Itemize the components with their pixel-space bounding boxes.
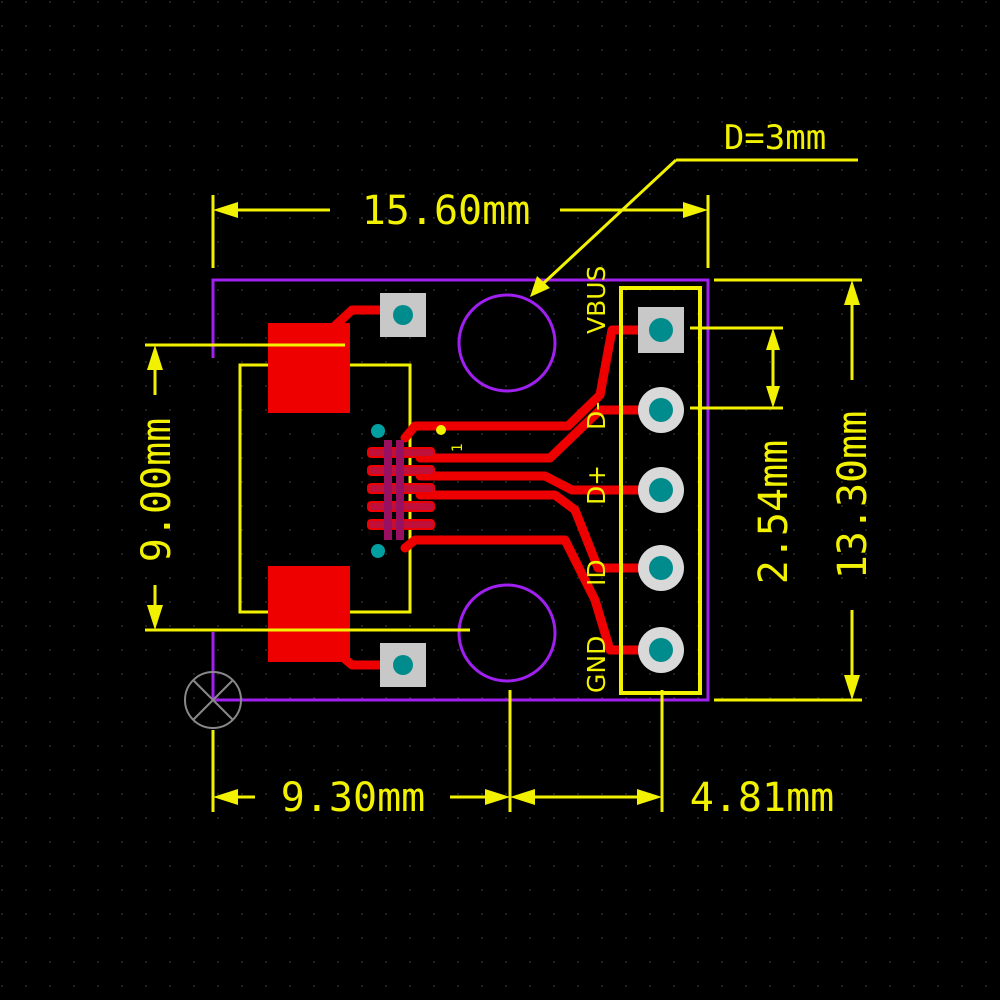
- board-outline: [211, 278, 710, 702]
- locating-hole-bottom: [371, 544, 385, 558]
- pin-label-dminus: D-: [582, 402, 611, 430]
- dim-hole-diameter: D=3mm: [724, 118, 826, 158]
- dim-offset-right: 4.81mm: [690, 775, 835, 821]
- pin-labels: VBUS D- D+ ID GND: [582, 266, 611, 693]
- mounting-hole-bottom: [457, 583, 557, 683]
- pin-pad-round: [638, 387, 684, 673]
- shield-through-hole-pads: [380, 293, 426, 687]
- pin-label-dplus: D+: [582, 465, 611, 505]
- dim-width: 15.60mm: [362, 188, 531, 234]
- dimension-lines: [145, 158, 862, 812]
- dim-pin-pitch: 2.54mm: [751, 440, 797, 585]
- pin1-dot: [436, 425, 446, 435]
- origin-marker: [184, 671, 242, 729]
- pin1-label: 1: [450, 443, 466, 452]
- mounting-hole-top: [457, 293, 557, 393]
- dimension-labels: 15.60mm D=3mm 9.00mm 13.30mm 2.54mm 9.30…: [134, 118, 876, 821]
- shield-pad-bottom: [268, 566, 350, 662]
- dim-board-height: 13.30mm: [830, 411, 876, 580]
- header-pins: [638, 307, 684, 673]
- pin-label-gnd: GND: [582, 636, 611, 693]
- pin-label-vbus: VBUS: [582, 266, 611, 334]
- pin-label-id: ID: [582, 559, 611, 586]
- connector-locator-bars: [384, 440, 404, 540]
- shield-pad-top: [268, 323, 350, 413]
- locating-hole-top: [371, 424, 385, 438]
- dim-height: 9.00mm: [134, 418, 180, 563]
- dim-offset-left: 9.30mm: [281, 775, 426, 821]
